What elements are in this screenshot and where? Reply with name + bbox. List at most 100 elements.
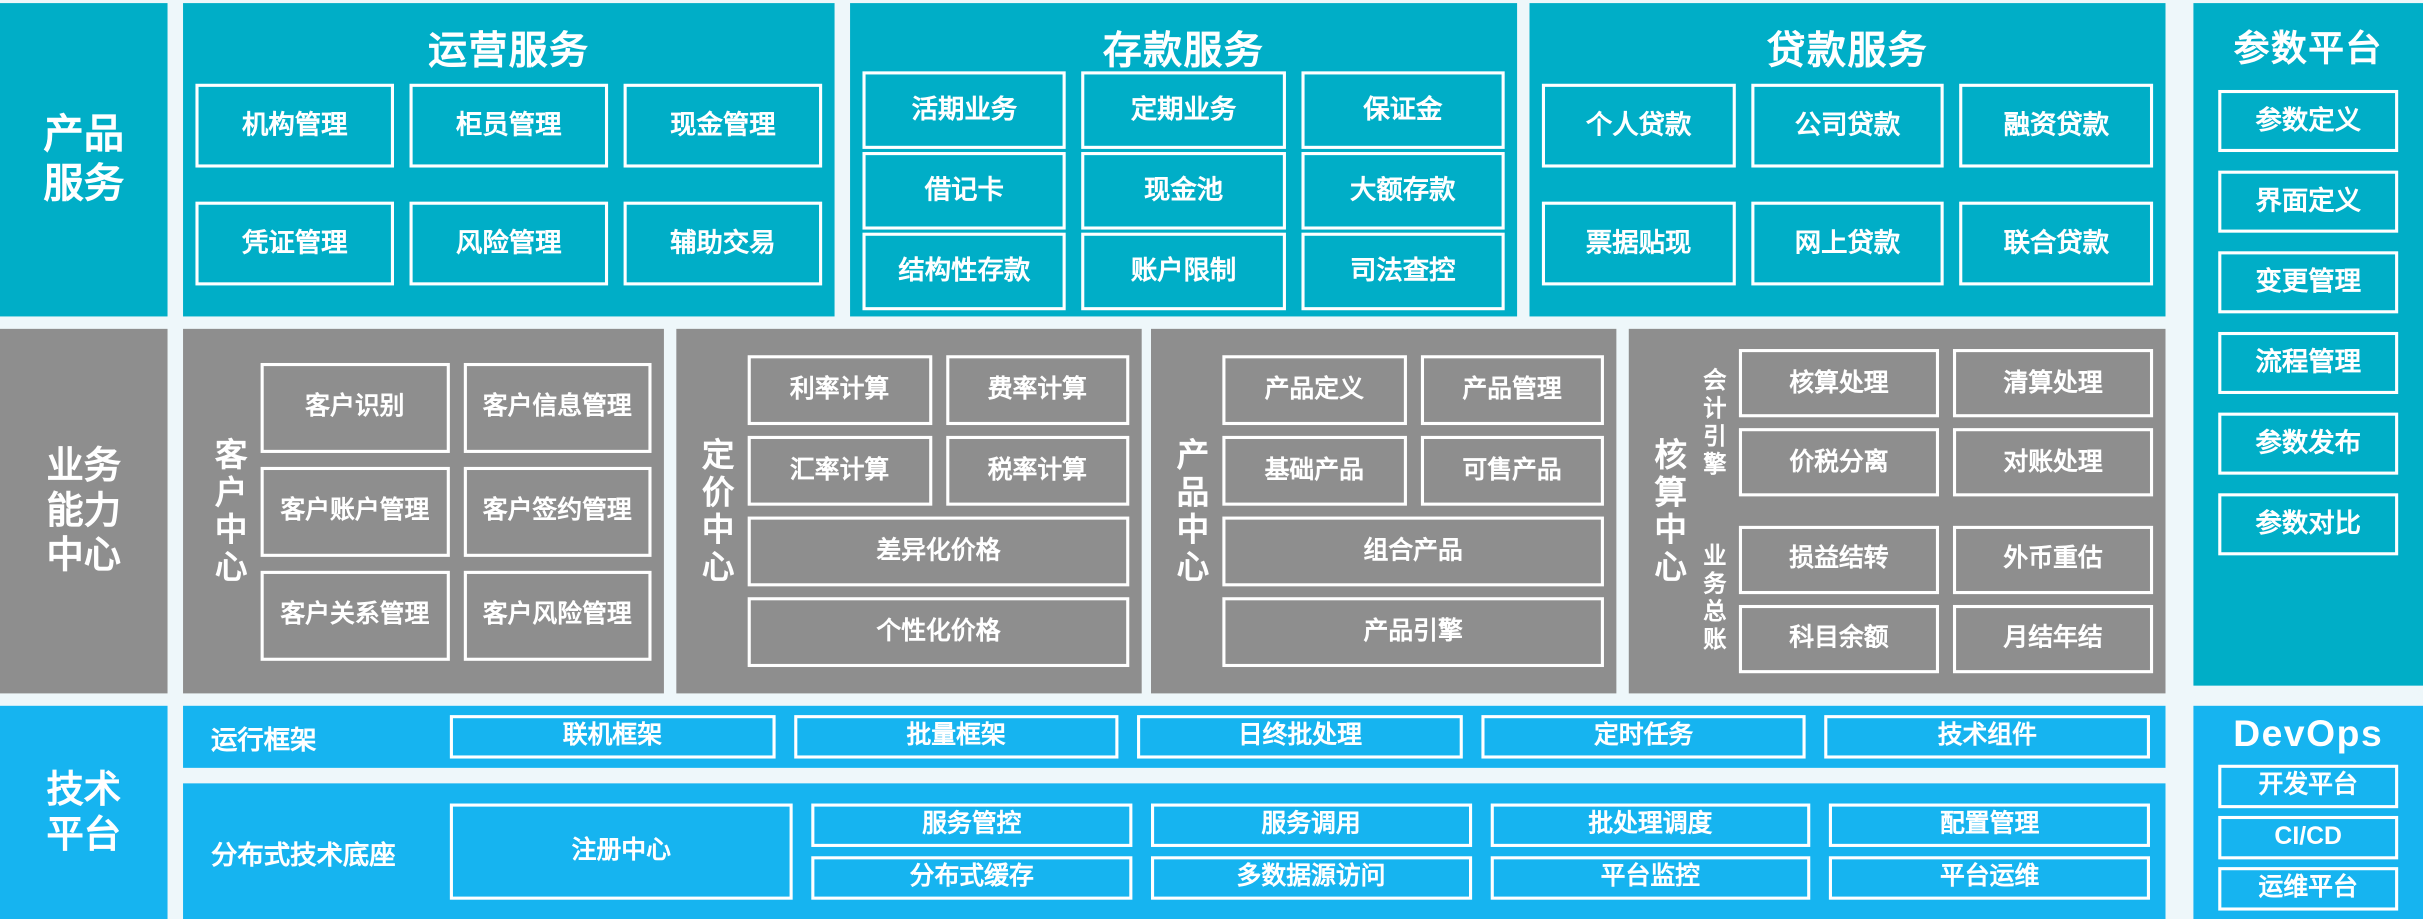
capability-cell[interactable]: 税率计算 <box>945 435 1130 506</box>
technical-runtime-label: 运行框架 <box>210 725 317 755</box>
technical-base-item[interactable]: 多数据源访问 <box>1150 856 1472 900</box>
capability-cell[interactable]: 产品管理 <box>1420 355 1604 426</box>
service-group-deposit-row: 结构性存款账户限制司法查控 <box>850 232 1517 311</box>
devops-item[interactable]: 运维平台 <box>2218 867 2399 911</box>
capability-cell[interactable]: 利率计算 <box>747 355 932 426</box>
service-cell[interactable]: 公司贷款 <box>1750 83 1945 168</box>
service-group-operation-row: 凭证管理风险管理辅助交易 <box>183 201 835 286</box>
center-pricing-grid: 利率计算费率计算汇率计算税率计算差异化价格个性化价格 <box>747 355 1130 668</box>
parameter-platform-item[interactable]: 参数定义 <box>2218 89 2399 153</box>
capability-cell[interactable]: 客户关系管理 <box>260 570 450 661</box>
layer-label-product-services: 产品服务 <box>0 3 168 317</box>
service-cell[interactable]: 凭证管理 <box>195 201 395 286</box>
service-cell[interactable]: 现金管理 <box>623 83 823 168</box>
technical-base-item[interactable]: 平台运维 <box>1829 856 2150 900</box>
center-accounting-grid: 核算处理清算处理价税分离对账处理 <box>1738 349 2154 497</box>
capability-cell[interactable]: 基础产品 <box>1222 435 1407 506</box>
capability-cell[interactable]: 客户信息管理 <box>463 362 652 453</box>
technical-base-item[interactable]: 服务管控 <box>811 803 1133 847</box>
service-cell[interactable]: 大额存款 <box>1300 152 1505 230</box>
service-cell[interactable]: 现金池 <box>1081 152 1286 230</box>
technical-base-item[interactable]: 配置管理 <box>1829 803 2150 847</box>
technical-runtime-item[interactable]: 技术组件 <box>1824 715 2150 759</box>
layer-label-technical-platform: 技术平台 <box>0 705 168 919</box>
service-cell[interactable]: 风险管理 <box>409 201 609 286</box>
service-cell[interactable]: 借记卡 <box>862 152 1067 230</box>
service-cell[interactable]: 活期业务 <box>862 71 1067 149</box>
capability-cell[interactable]: 价税分离 <box>1738 428 1940 497</box>
parameter-platform-item[interactable]: 界面定义 <box>2218 170 2399 233</box>
service-group-loan-row: 个人贷款公司贷款融资贷款 <box>1529 83 2165 168</box>
center-accounting-row: 价税分离对账处理 <box>1738 428 2154 497</box>
service-cell[interactable]: 票据贴现 <box>1541 201 1736 286</box>
capability-cell[interactable]: 损益结转 <box>1738 525 1940 594</box>
capability-cell[interactable]: 外币重估 <box>1952 525 2154 594</box>
devops-item[interactable]: 开发平台 <box>2218 764 2399 809</box>
center-customer-row: 客户关系管理客户风险管理 <box>260 570 652 661</box>
capability-cell[interactable]: 核算处理 <box>1738 349 1940 418</box>
center-product-grid: 产品定义产品管理基础产品可售产品组合产品产品引擎 <box>1222 355 1604 668</box>
technical-runtime-item[interactable]: 联机框架 <box>449 715 775 759</box>
center-pricing-row: 利率计算费率计算 <box>747 355 1130 426</box>
service-cell[interactable]: 定期业务 <box>1081 71 1286 149</box>
center-accounting-section: 会计引擎核算处理清算处理价税分离对账处理 <box>1697 344 2154 501</box>
capability-cell[interactable]: 月结年结 <box>1952 604 2154 673</box>
capability-cell[interactable]: 客户账户管理 <box>260 466 450 557</box>
parameter-platform-title: 参数平台 <box>2233 27 2383 69</box>
capability-cell-wide[interactable]: 差异化价格 <box>747 516 1130 587</box>
service-group-deposit: 存款服务活期业务定期业务保证金借记卡现金池大额存款结构性存款账户限制司法查控 <box>850 3 1518 317</box>
technical-runtime-item[interactable]: 批量框架 <box>793 715 1119 759</box>
center-product-row: 产品定义产品管理 <box>1222 355 1604 426</box>
technical-base-item[interactable]: 平台监控 <box>1489 856 1811 900</box>
technical-base-registry[interactable]: 注册中心 <box>449 803 793 900</box>
parameter-platform-item[interactable]: 参数发布 <box>2218 412 2399 475</box>
capability-cell[interactable]: 费率计算 <box>945 355 1130 426</box>
service-cell[interactable]: 网上贷款 <box>1750 201 1945 286</box>
service-cell[interactable]: 辅助交易 <box>623 201 823 286</box>
center-accounting-sublabel: 会计引擎 <box>1700 367 1727 479</box>
technical-base-column: 配置管理平台运维 <box>1829 803 2150 900</box>
service-cell[interactable]: 司法查控 <box>1300 232 1505 311</box>
service-cell[interactable]: 柜员管理 <box>409 83 609 168</box>
center-product-label: 产品中心 <box>1172 436 1209 586</box>
capability-cell[interactable]: 清算处理 <box>1952 349 2154 418</box>
capability-cell[interactable]: 客户签约管理 <box>463 466 652 557</box>
service-cell[interactable]: 结构性存款 <box>862 232 1067 311</box>
center-customer-row: 客户识别客户信息管理 <box>260 362 652 453</box>
capability-cell[interactable]: 科目余额 <box>1738 604 1940 673</box>
technical-base-item[interactable]: 分布式缓存 <box>811 856 1133 900</box>
technical-runtime-item[interactable]: 日终批处理 <box>1137 715 1463 759</box>
service-cell[interactable]: 机构管理 <box>195 83 395 168</box>
technical-runtime-item[interactable]: 定时任务 <box>1481 715 1807 759</box>
service-group-operation-title: 运营服务 <box>428 29 590 73</box>
service-cell[interactable]: 联合贷款 <box>1959 201 2154 286</box>
capability-cell-wide[interactable]: 产品引擎 <box>1222 597 1604 668</box>
center-accounting-row: 科目余额月结年结 <box>1738 604 2154 673</box>
service-group-loan-title: 贷款服务 <box>1766 29 1929 73</box>
devops-platform: DevOps 开发平台 CI/CD 运维平台 <box>2193 705 2423 919</box>
capability-cell[interactable]: 客户识别 <box>260 362 450 453</box>
center-product: 产品中心产品定义产品管理基础产品可售产品组合产品产品引擎 <box>1151 328 1617 694</box>
capability-cell[interactable]: 对账处理 <box>1952 428 2154 497</box>
capability-cell[interactable]: 客户风险管理 <box>463 570 652 661</box>
technical-base-item[interactable]: 服务调用 <box>1150 803 1472 847</box>
center-pricing-row: 汇率计算税率计算 <box>747 435 1130 506</box>
parameter-platform-item[interactable]: 变更管理 <box>2218 251 2399 314</box>
service-group-loan-row: 票据贴现网上贷款联合贷款 <box>1529 201 2165 286</box>
layer-label-business-capability: 业务能力中心 <box>0 328 168 694</box>
capability-cell[interactable]: 汇率计算 <box>747 435 932 506</box>
parameter-platform-item[interactable]: 参数对比 <box>2218 493 2399 556</box>
capability-cell-wide[interactable]: 个性化价格 <box>747 597 1130 668</box>
service-cell[interactable]: 个人贷款 <box>1541 83 1736 168</box>
service-cell[interactable]: 保证金 <box>1300 71 1505 149</box>
service-cell[interactable]: 融资贷款 <box>1959 83 2154 168</box>
capability-cell-wide[interactable]: 组合产品 <box>1222 516 1604 587</box>
capability-cell[interactable]: 可售产品 <box>1420 435 1604 506</box>
devops-title: DevOps <box>2233 713 2384 756</box>
service-cell[interactable]: 账户限制 <box>1081 232 1286 311</box>
parameter-platform-item[interactable]: 流程管理 <box>2218 331 2399 395</box>
technical-base-item[interactable]: 批处理调度 <box>1489 803 1811 847</box>
devops-item[interactable]: CI/CD <box>2218 815 2399 860</box>
capability-cell[interactable]: 产品定义 <box>1222 355 1407 426</box>
